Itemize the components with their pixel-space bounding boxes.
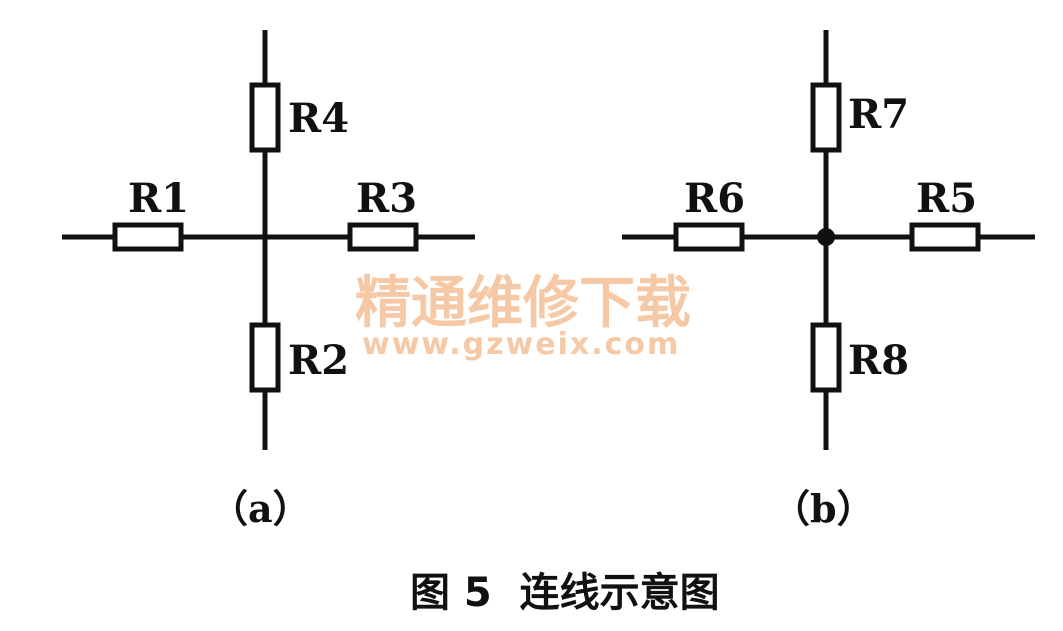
resistor-label-r6: R6: [684, 175, 745, 222]
resistor-label-r7: R7: [848, 91, 909, 138]
resistor-r1: [112, 222, 184, 252]
resistor-label-r3: R3: [356, 175, 417, 222]
resistor-label-r2: R2: [288, 337, 349, 384]
resistor-r4: [249, 82, 281, 153]
resistor-label-r1: R1: [128, 175, 189, 222]
resistor-r5: [909, 222, 981, 252]
circuit-a: R4 R2 R1 R3 （a）: [62, 30, 475, 531]
watermark-title: 精通维修下载: [355, 271, 691, 336]
watermark-url: www.gzweix.com: [362, 327, 680, 362]
resistor-label-r4: R4: [288, 95, 349, 142]
figure-caption: 图 5 连线示意图: [410, 570, 720, 616]
watermark: 精通维修下载 www.gzweix.com: [355, 271, 691, 362]
resistor-label-r8: R8: [848, 337, 909, 384]
resistor-r2: [249, 322, 281, 393]
resistor-r6: [673, 222, 745, 252]
resistor-r3: [347, 222, 419, 252]
subfigure-label-a: （a）: [210, 486, 311, 531]
circuit-b: R7 R8 R6 R5 （b）: [622, 30, 1035, 531]
resistor-r7: [810, 82, 842, 153]
junction-dot: [817, 228, 835, 246]
resistor-label-r5: R5: [916, 175, 977, 222]
resistor-r8: [810, 322, 842, 393]
subfigure-label-b: （b）: [772, 486, 875, 531]
